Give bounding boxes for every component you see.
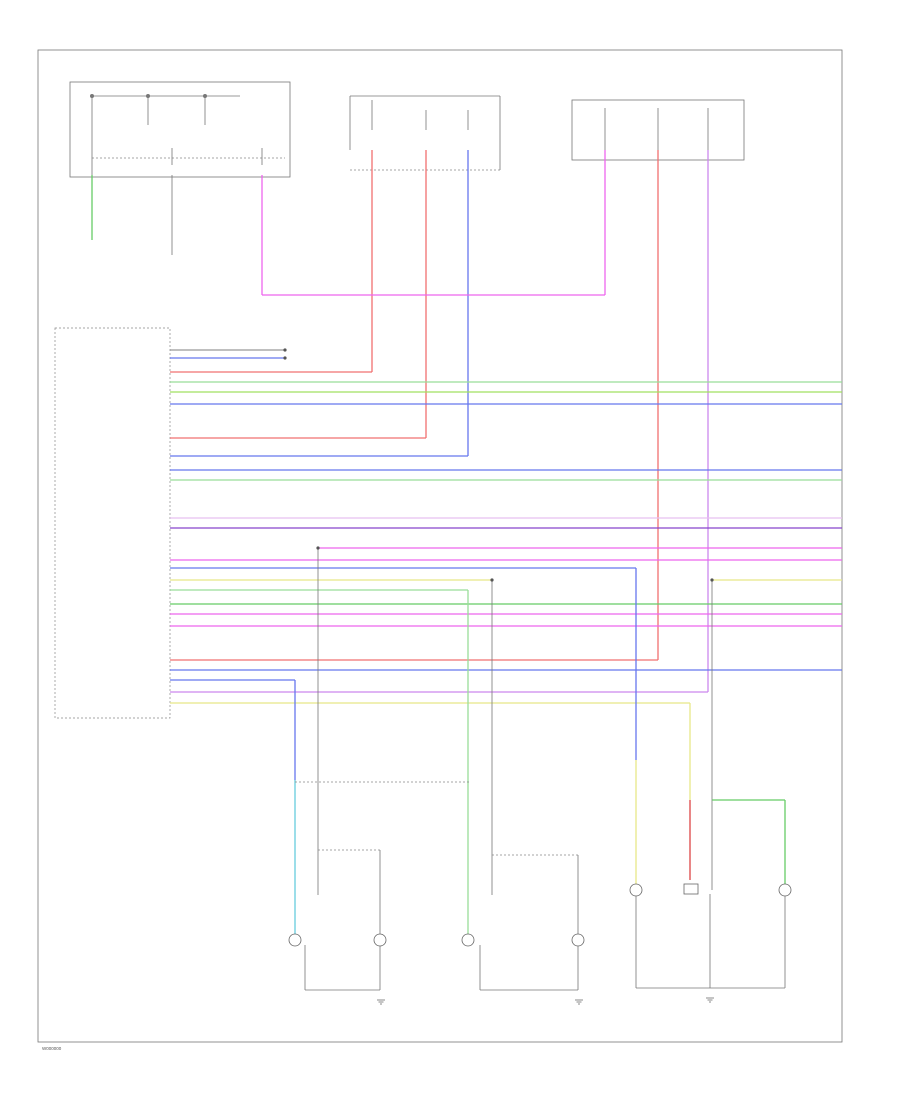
body-control-module bbox=[54, 327, 171, 719]
harness-group-5 bbox=[170, 659, 842, 704]
splice-dot-icon bbox=[283, 348, 714, 582]
top-left-grounds bbox=[91, 175, 263, 295]
fuse-block bbox=[349, 95, 501, 171]
diagram-frame bbox=[37, 49, 843, 1043]
harness-group-4 bbox=[170, 547, 842, 627]
lower-drops bbox=[294, 548, 786, 935]
ground-symbol-icon bbox=[377, 997, 714, 1005]
harness-group-2 bbox=[170, 437, 842, 481]
harness-group-3 bbox=[170, 517, 842, 529]
harness-group-1 bbox=[170, 349, 842, 405]
lamp-bulb-icon bbox=[288, 883, 792, 947]
headlamp-switch-assembly bbox=[69, 81, 291, 215]
ground-returns bbox=[304, 894, 786, 991]
footer-code: W000000 bbox=[42, 1046, 62, 1051]
